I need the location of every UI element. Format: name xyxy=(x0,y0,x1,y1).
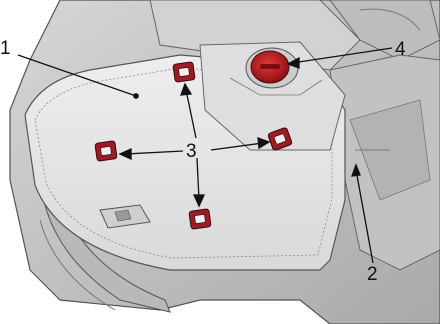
leader-line-3-left xyxy=(125,150,184,155)
deck-anchor-right xyxy=(267,127,293,151)
leader-arrow-3-left xyxy=(118,147,132,161)
callout-lines xyxy=(17,47,393,264)
leader-dot-1 xyxy=(133,93,139,99)
callout-label-3: 3 xyxy=(186,141,197,162)
rear-deck xyxy=(24,41,346,271)
leader-arrow-3-bottom xyxy=(192,194,206,208)
leader-line-4 xyxy=(291,47,393,64)
callout-label-2: 2 xyxy=(367,264,378,285)
leader-line-2 xyxy=(355,169,374,264)
leader-line-3-top xyxy=(185,89,197,139)
deck-anchor-left xyxy=(94,140,118,162)
leader-line-3-bottom xyxy=(196,157,200,201)
deck-anchor-bottom xyxy=(188,208,212,230)
deck-anchor-icon xyxy=(94,140,118,162)
callout-label-1: 1 xyxy=(0,38,11,59)
leader-line-3-right xyxy=(210,142,264,151)
fuel-cap xyxy=(245,47,299,89)
leader-arrow-2 xyxy=(351,163,361,177)
fuel-cap-icon xyxy=(250,50,290,84)
leader-line-1 xyxy=(17,54,137,97)
deck-anchor-icon xyxy=(267,127,293,151)
leader-arrow-3-right xyxy=(257,137,271,150)
deck-anchor-icon xyxy=(188,208,212,230)
leader-arrow-3-top xyxy=(180,82,193,96)
tow-hook-icon xyxy=(99,204,151,229)
deck-anchor-top xyxy=(172,61,196,83)
deck-anchor-icon xyxy=(172,61,196,83)
leader-arrow-4 xyxy=(286,56,300,69)
callout-label-4: 4 xyxy=(395,39,406,60)
